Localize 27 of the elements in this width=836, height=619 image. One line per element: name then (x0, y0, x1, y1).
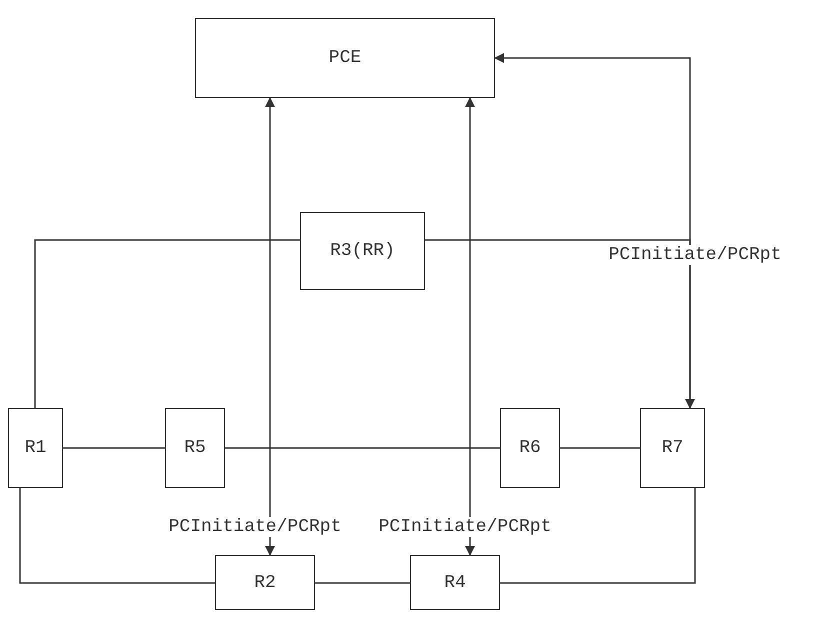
arrow (265, 97, 275, 556)
router-box (195, 18, 495, 98)
node-label: R1 (24, 438, 46, 458)
node-label: PCE (328, 48, 362, 68)
router-box (640, 408, 705, 488)
router-box (165, 408, 225, 488)
node-label: R4 (444, 572, 466, 592)
router-box (8, 408, 63, 488)
link-line (315, 582, 410, 584)
router-box (215, 555, 315, 610)
link-line (225, 447, 500, 449)
router-box (500, 408, 560, 488)
arrow (465, 97, 475, 556)
router-box (410, 555, 500, 610)
node-label: R6 (519, 438, 541, 458)
link-line (425, 239, 691, 408)
link-line (63, 447, 165, 449)
router-box (300, 212, 425, 290)
link-line (500, 488, 696, 584)
node-label: R5 (184, 438, 206, 458)
arrow (494, 53, 695, 409)
link-line (560, 447, 640, 449)
node-label: R2 (254, 572, 276, 592)
link-line (34, 239, 300, 408)
node-label: R3(RR) (330, 241, 395, 261)
link-line (19, 488, 215, 584)
node-label: R7 (662, 438, 684, 458)
